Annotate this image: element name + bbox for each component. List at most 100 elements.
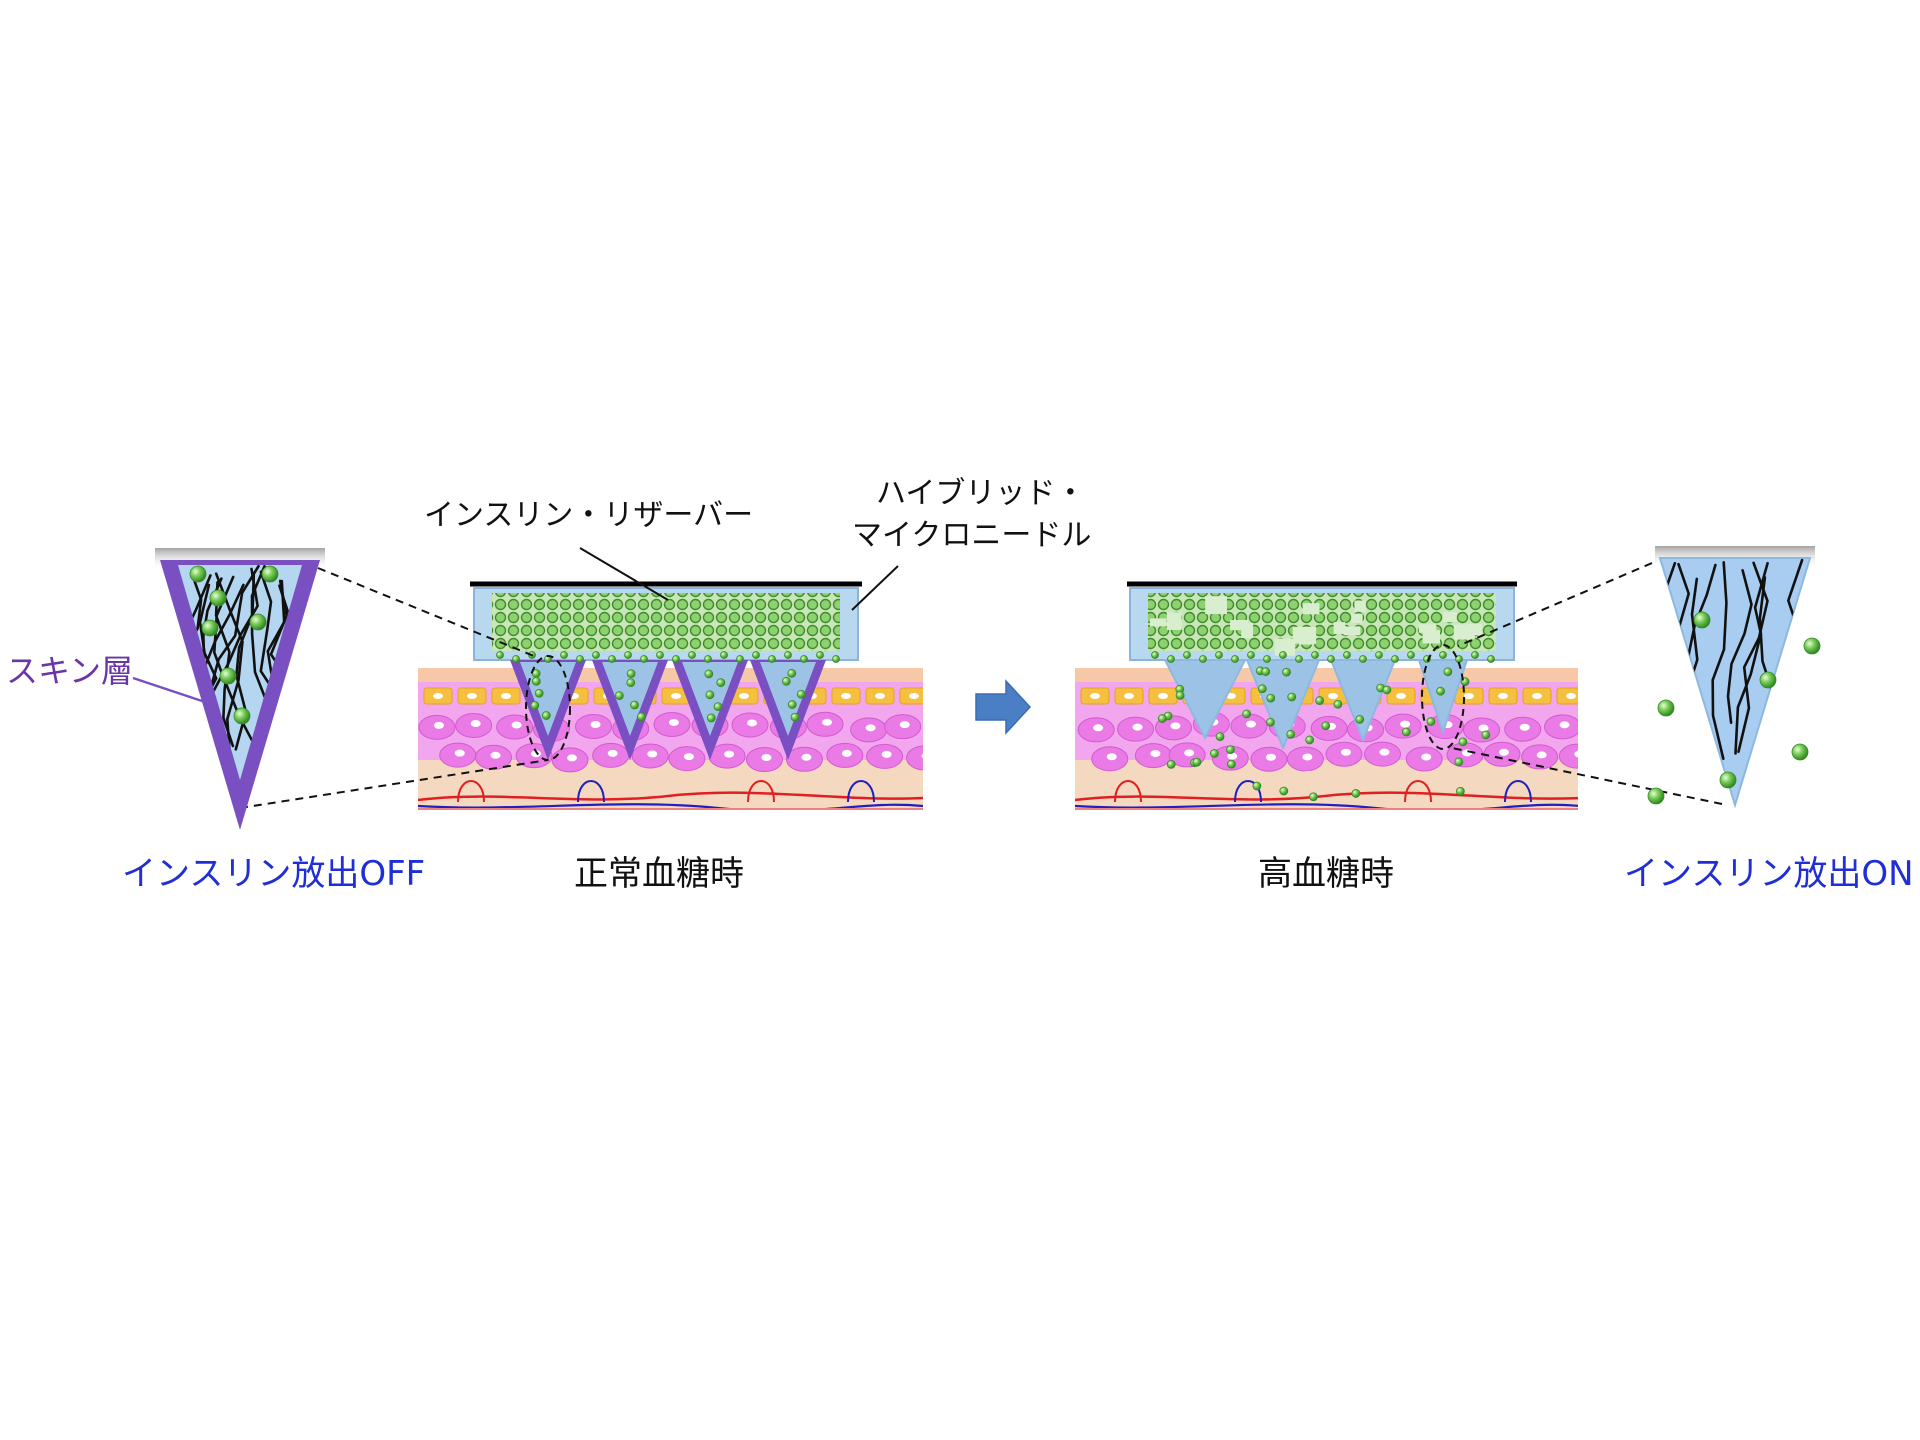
insulin-particle: [1333, 699, 1343, 709]
insulin-particle: [534, 688, 544, 698]
insulin-particle: [249, 613, 267, 631]
capillary: [847, 780, 875, 803]
insulin-particle: [736, 655, 744, 663]
insulin-particle: [1759, 671, 1777, 689]
polymer-fiber: [1726, 569, 1753, 724]
insulin-particle: [1401, 727, 1411, 737]
insulin-particle: [1327, 655, 1335, 663]
insulin-reservoir-high: [1127, 581, 1517, 661]
insulin-particle: [1719, 771, 1737, 789]
insulin-particle: [496, 651, 504, 659]
insulin-particle: [1454, 757, 1464, 767]
microneedle-label-line1: ハイブリッド・: [876, 476, 1086, 511]
insulin-particle: [768, 655, 776, 663]
insulin-particle: [576, 655, 584, 663]
microneedles-high: [1151, 651, 1495, 802]
high-glucose-caption: 高血糖時: [1258, 854, 1394, 894]
insulin-particle: [832, 655, 840, 663]
depleted-area: [1422, 630, 1440, 644]
polymer-fiber: [214, 572, 244, 756]
insulin-particle: [1242, 709, 1252, 719]
depleted-area: [1354, 600, 1366, 612]
insulin-particle: [1286, 729, 1296, 739]
insulin-particle: [1215, 732, 1225, 742]
insulin-particle: [1215, 651, 1223, 659]
insulin-particle: [233, 707, 251, 725]
tissue-ridges: [418, 769, 923, 810]
depleted-area: [1274, 638, 1296, 656]
insulin-particle: [1315, 696, 1325, 705]
release-on-label: インスリン放出ON: [1624, 854, 1914, 894]
insulin-particle: [1247, 651, 1255, 659]
reservoir-label: インスリン・リザーバー: [424, 498, 754, 533]
insulin-particle: [1209, 749, 1219, 758]
insulin-particle: [560, 651, 568, 659]
insulin-particle: [592, 651, 600, 659]
insulin-particle: [1359, 655, 1367, 663]
insulin-particle: [1487, 655, 1495, 663]
tissue-ridges: [1075, 769, 1578, 810]
release-off-label: インスリン放出OFF: [122, 854, 426, 894]
insulin-particle: [716, 678, 726, 688]
depleted-area: [1467, 624, 1483, 636]
epidermis: [418, 668, 923, 682]
insulin-particle: [705, 690, 715, 700]
blood-vessel-blue: [418, 803, 923, 810]
insulin-particle: [672, 655, 680, 663]
insulin-particle: [626, 669, 636, 679]
microneedle-leader: [851, 565, 899, 611]
insulin-particle: [1458, 737, 1468, 747]
insulin-particle: [1439, 651, 1447, 659]
insulin-particle: [1693, 611, 1711, 629]
insulin-particle: [541, 711, 551, 720]
insulin-particle: [1166, 760, 1176, 769]
insulin-particle: [1407, 651, 1415, 659]
insulin-particle: [1309, 792, 1318, 802]
insulin-particle: [1279, 786, 1289, 796]
depleted-area: [1418, 624, 1437, 633]
capillary: [1504, 780, 1532, 803]
insulin-particle: [1266, 717, 1275, 727]
depleted-area: [1292, 626, 1317, 644]
polymer-fiber: [1711, 561, 1728, 760]
depleted-area: [1302, 603, 1320, 615]
insulin-particle: [796, 689, 806, 699]
insulin-particle: [614, 691, 624, 700]
insulin-particle: [636, 712, 646, 722]
insulin-particle: [1791, 743, 1809, 761]
insulin-particle: [781, 676, 791, 686]
zoom-connectors: [239, 562, 1723, 809]
magnified-needle-off: [155, 548, 325, 830]
skin-cell: [1558, 743, 1578, 769]
insulin-particle: [1351, 789, 1361, 798]
insulin-particle: [1311, 651, 1319, 659]
insulin-particle: [531, 676, 541, 686]
skin-layer-leader: [132, 676, 206, 704]
insulin-particle: [626, 678, 636, 688]
insulin-particle: [1803, 637, 1821, 655]
insulin-particle: [1151, 651, 1159, 659]
capillary: [747, 780, 775, 803]
insulin-particle: [1391, 655, 1399, 663]
insulin-particle: [1382, 685, 1392, 695]
insulin-particle: [1252, 781, 1262, 791]
insulin-particle: [1343, 651, 1351, 659]
depleted-area: [1343, 626, 1361, 636]
insulin-particle: [713, 702, 723, 712]
skin-cell: [906, 745, 923, 771]
magnified-needle-on: [1647, 546, 1821, 809]
depleted-area: [1333, 622, 1346, 634]
insulin-particle: [1279, 651, 1287, 659]
insulin-particle: [630, 700, 639, 710]
microneedle: [1245, 659, 1321, 751]
insulin-particle: [752, 651, 760, 659]
insulin-particle: [1175, 690, 1185, 700]
insulin-particle: [1426, 717, 1436, 726]
microneedle: [1417, 659, 1469, 736]
insulin-particle: [706, 713, 716, 723]
capillary: [1404, 780, 1432, 803]
insulin-particle: [1456, 786, 1465, 796]
insulin-particle: [704, 669, 714, 679]
